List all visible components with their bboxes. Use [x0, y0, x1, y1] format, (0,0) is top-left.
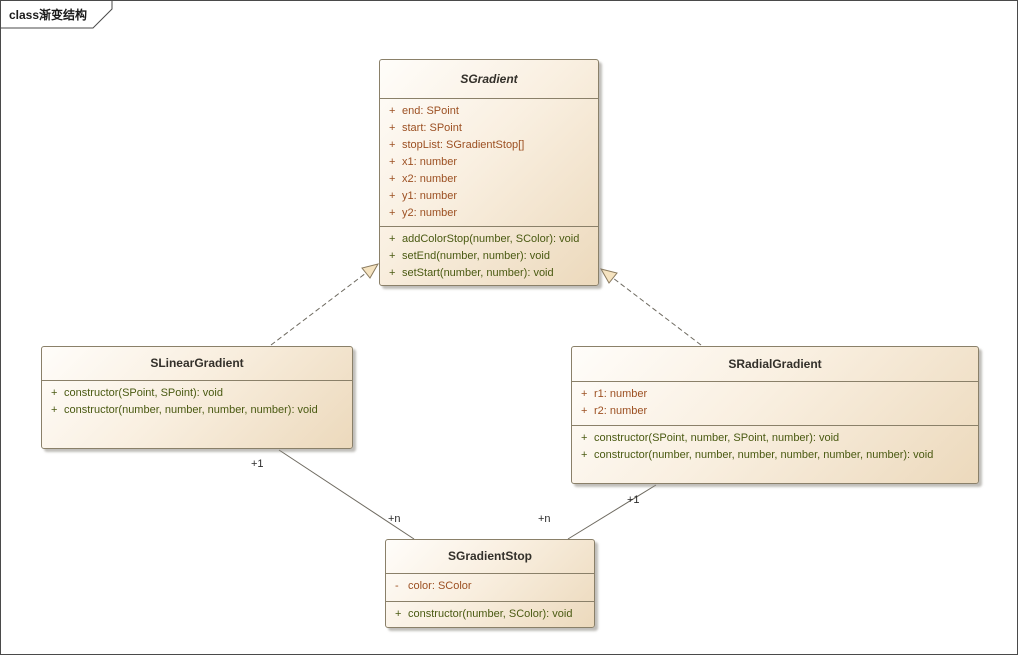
class-box-sgradient[interactable]: SGradient + end: SPoint + start: SPoint …: [379, 59, 599, 286]
visibility-symbol: +: [581, 388, 588, 400]
methods-compartment: + constructor(SPoint, number, SPoint, nu…: [572, 425, 978, 464]
generalization-sradialgradient-sgradient[interactable]: [612, 277, 702, 346]
multiplicity-label: +1: [627, 494, 640, 506]
method-text: constructor(number, number, number, numb…: [64, 404, 318, 416]
visibility-symbol: +: [51, 387, 58, 399]
visibility-symbol: +: [395, 608, 402, 620]
attribute-text: r2: number: [594, 405, 648, 417]
method-row: + setStart(number, number): void: [380, 265, 598, 282]
attribute-text: stopList: SGradientStop[]: [402, 139, 525, 151]
generalization-slineargradient-sgradient[interactable]: [270, 272, 367, 346]
class-title: SGradientStop: [447, 549, 532, 563]
generalization-arrowhead-icon: [599, 268, 618, 284]
methods-compartment: + addColorStop(number, SColor): void + s…: [380, 226, 598, 282]
class-box-sgradientstop[interactable]: SGradientStop - color: SColor + construc…: [385, 539, 595, 628]
attribute-row: + end: SPoint: [380, 103, 598, 120]
visibility-symbol: +: [389, 267, 396, 279]
attribute-row: + y1: number: [380, 188, 598, 205]
association-slineargradient-sgradientstop[interactable]: [278, 449, 415, 540]
attributes-compartment: + r1: number + r2: number: [572, 381, 978, 425]
attribute-row: - color: SColor: [386, 578, 594, 595]
class-title: SLinearGradient: [150, 356, 244, 370]
attribute-text: y2: number: [402, 207, 458, 219]
visibility-symbol: +: [389, 139, 396, 151]
attribute-text: color: SColor: [408, 580, 472, 592]
attribute-text: x1: number: [402, 156, 458, 168]
method-text: constructor(SPoint, number, SPoint, numb…: [594, 432, 840, 444]
attribute-row: + x1: number: [380, 154, 598, 171]
method-row: + constructor(number, number, number, nu…: [42, 402, 352, 419]
attribute-row: + r2: number: [572, 403, 978, 420]
visibility-symbol: -: [395, 580, 399, 592]
class-title: SRadialGradient: [728, 357, 822, 371]
association-sradialgradient-sgradientstop[interactable]: [567, 484, 657, 540]
class-title: SGradient: [460, 72, 518, 86]
multiplicity-label: +n: [538, 513, 551, 525]
multiplicity-label: +1: [251, 458, 264, 470]
frame-tab-outline: [1, 1, 113, 29]
attribute-row: + stopList: SGradientStop[]: [380, 137, 598, 154]
attribute-row: + y2: number: [380, 205, 598, 222]
method-row: + addColorStop(number, SColor): void: [380, 231, 598, 248]
methods-compartment: + constructor(number, SColor): void: [386, 601, 594, 623]
method-text: setEnd(number, number): void: [402, 250, 550, 262]
attribute-text: end: SPoint: [402, 105, 459, 117]
visibility-symbol: +: [389, 156, 396, 168]
visibility-symbol: +: [51, 404, 58, 416]
method-row: + setEnd(number, number): void: [380, 248, 598, 265]
attribute-text: x2: number: [402, 173, 458, 185]
method-text: constructor(number, SColor): void: [408, 608, 573, 620]
visibility-symbol: +: [581, 449, 588, 461]
method-row: + constructor(SPoint, number, SPoint, nu…: [572, 430, 978, 447]
attribute-row: + r1: number: [572, 386, 978, 403]
class-box-sradialgradient[interactable]: SRadialGradient + r1: number + r2: numbe…: [571, 346, 979, 484]
attribute-text: y1: number: [402, 190, 458, 202]
attributes-compartment: - color: SColor: [386, 573, 594, 601]
method-row: + constructor(number, SColor): void: [386, 606, 594, 623]
visibility-symbol: +: [581, 405, 588, 417]
generalization-arrowhead-icon: [361, 263, 380, 279]
method-text: constructor(number, number, number, numb…: [594, 449, 934, 461]
visibility-symbol: +: [389, 105, 396, 117]
multiplicity-label: +n: [388, 513, 401, 525]
visibility-symbol: +: [389, 233, 396, 245]
diagram-frame-label: class渐变结构: [9, 8, 88, 22]
visibility-symbol: +: [581, 432, 588, 444]
method-text: setStart(number, number): void: [402, 267, 554, 279]
attribute-row: + start: SPoint: [380, 120, 598, 137]
method-row: + constructor(SPoint, SPoint): void: [42, 385, 352, 402]
class-box-slineargradient[interactable]: SLinearGradient + constructor(SPoint, SP…: [41, 346, 353, 449]
attribute-row: + x2: number: [380, 171, 598, 188]
methods-compartment: + constructor(SPoint, SPoint): void + co…: [42, 380, 352, 419]
visibility-symbol: +: [389, 207, 396, 219]
visibility-symbol: +: [389, 250, 396, 262]
attribute-text: r1: number: [594, 388, 648, 400]
method-text: constructor(SPoint, SPoint): void: [64, 387, 223, 399]
visibility-symbol: +: [389, 190, 396, 202]
attributes-compartment: + end: SPoint + start: SPoint + stopList…: [380, 98, 598, 226]
method-text: addColorStop(number, SColor): void: [402, 233, 580, 245]
method-row: + constructor(number, number, number, nu…: [572, 447, 978, 464]
visibility-symbol: +: [389, 122, 396, 134]
attribute-text: start: SPoint: [402, 122, 462, 134]
visibility-symbol: +: [389, 173, 396, 185]
